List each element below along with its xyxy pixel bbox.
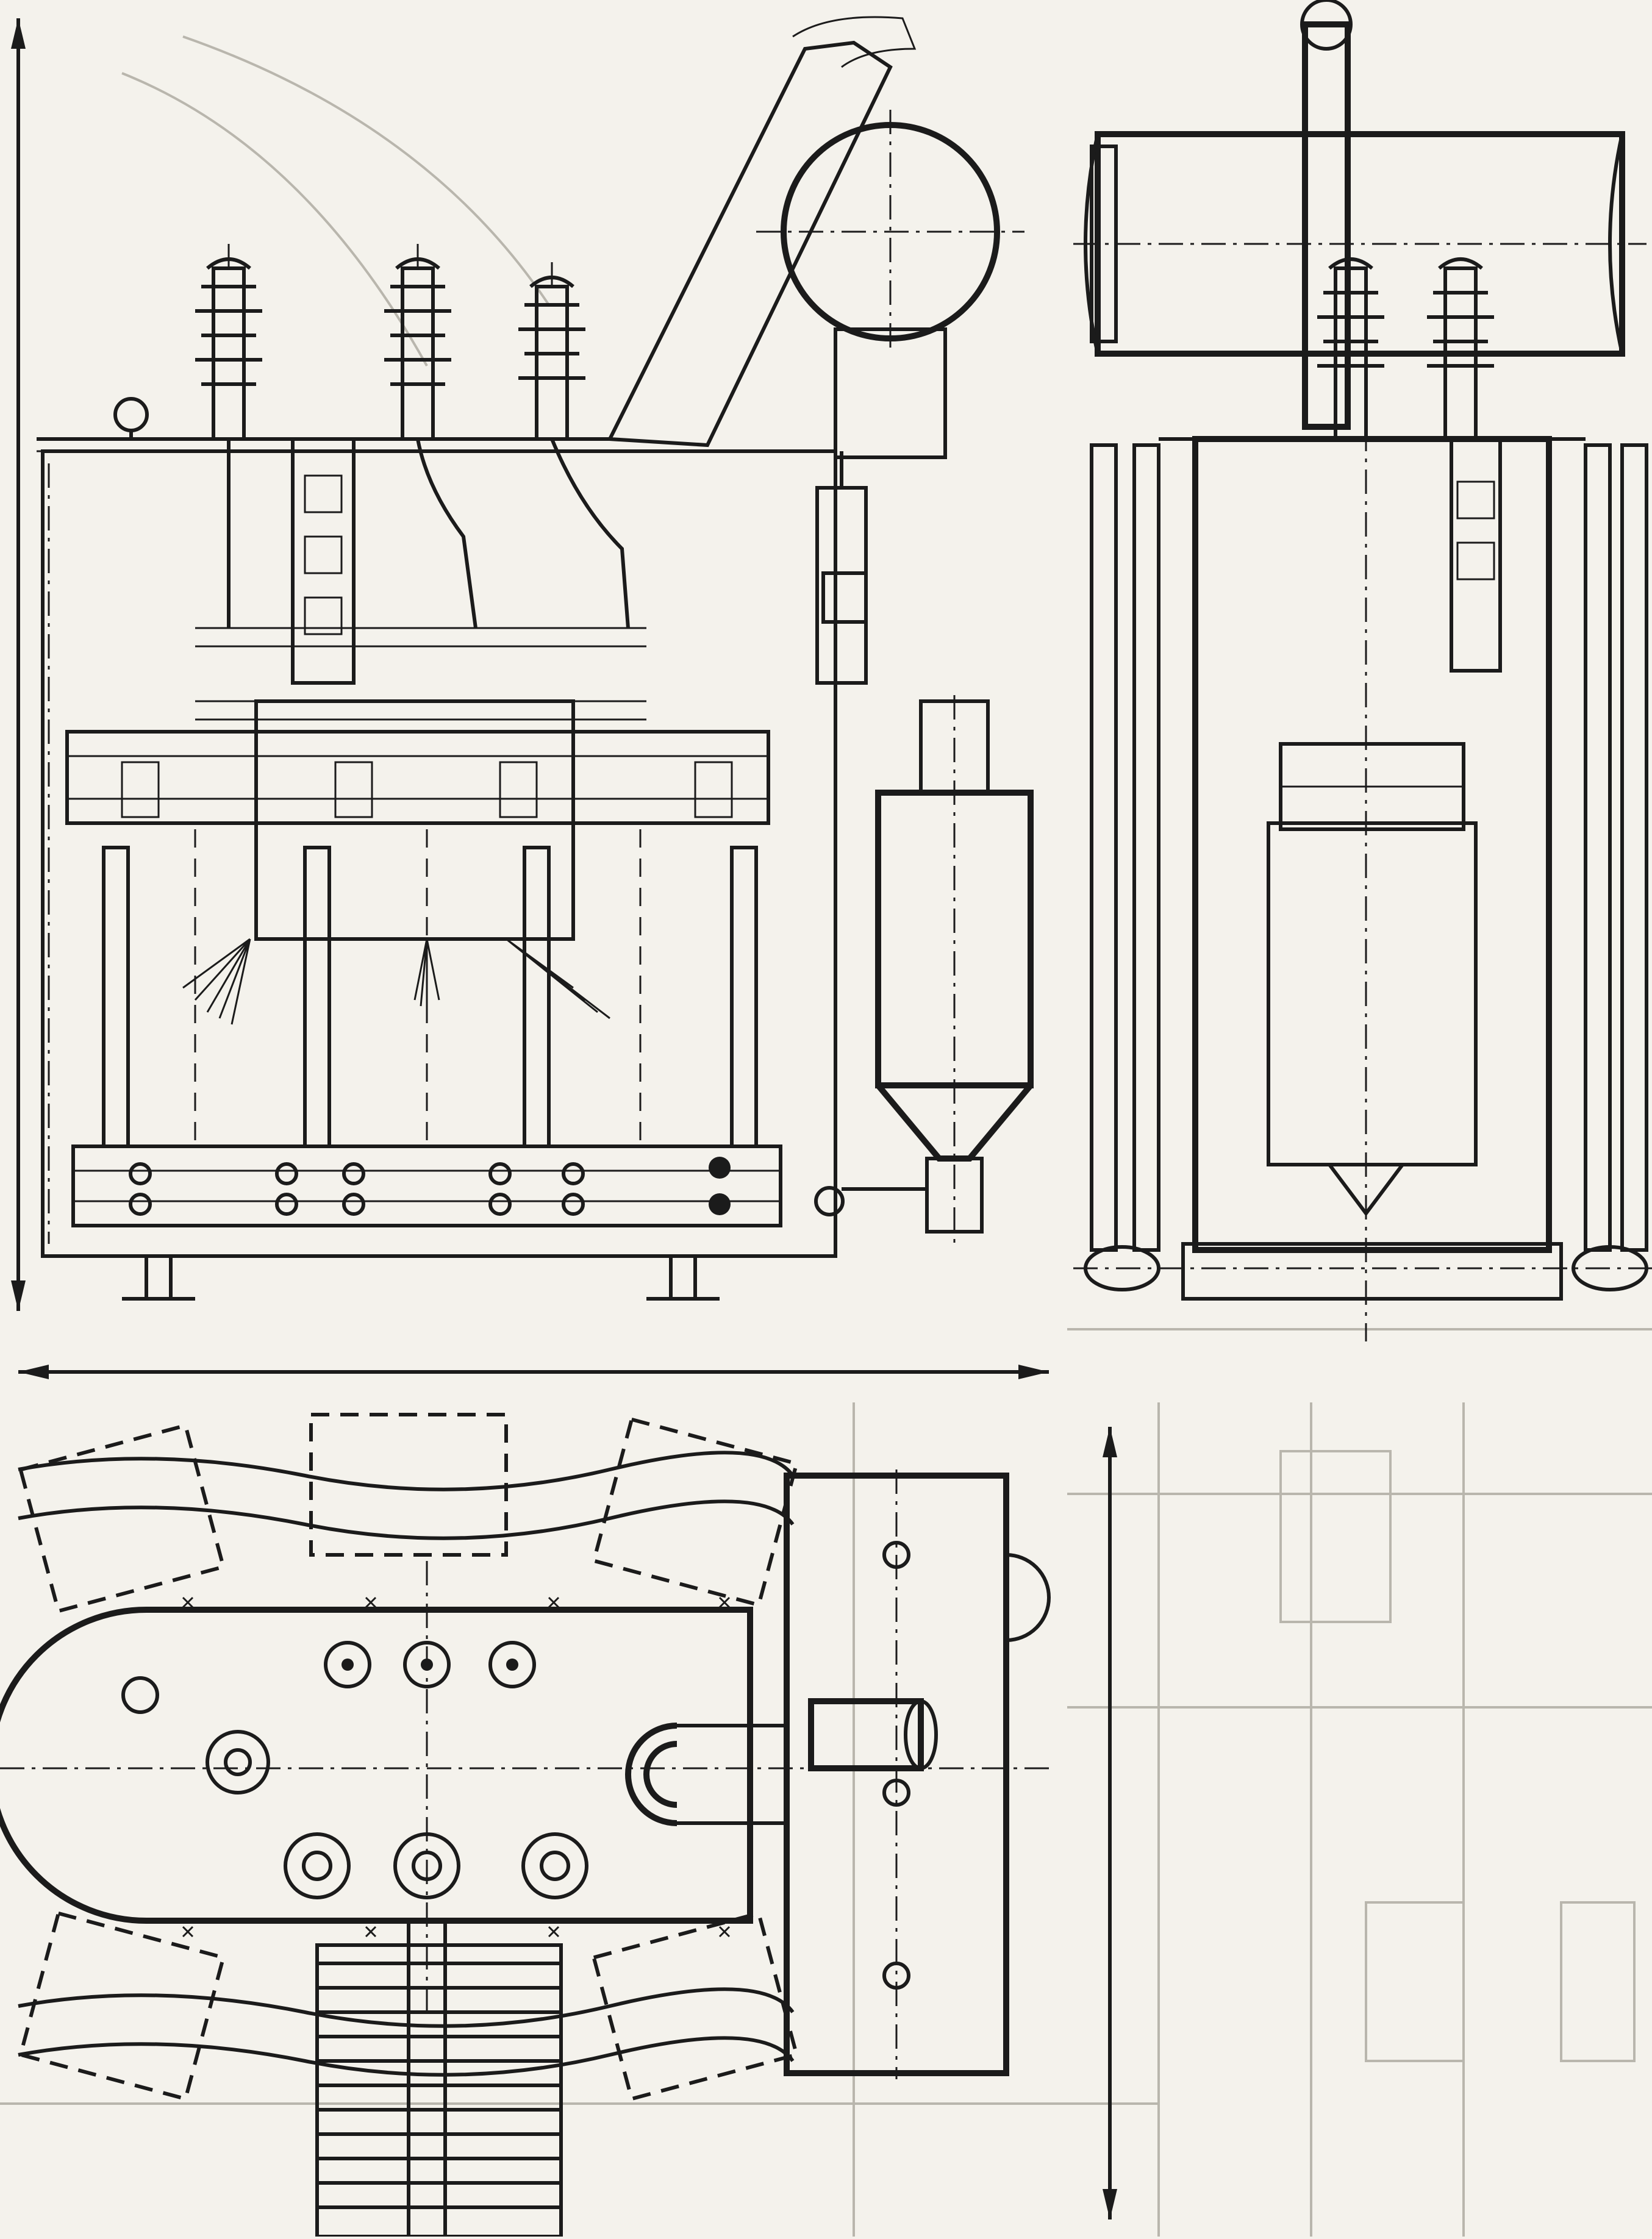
cooling-fins-plan bbox=[315, 1919, 563, 2238]
perimeter-bolt-markers bbox=[182, 1596, 731, 1938]
lead-fans-front bbox=[182, 938, 610, 1025]
hv-bushing-c bbox=[518, 262, 585, 441]
plan-large-bushings bbox=[284, 1832, 588, 1899]
side-bushing-a bbox=[1317, 257, 1384, 441]
vertical-dimension-line-front bbox=[11, 18, 26, 1311]
hv-bushing-a bbox=[195, 244, 262, 441]
horizontal-dimension-line-plan bbox=[18, 1365, 1049, 1379]
hv-bushing-b bbox=[384, 244, 451, 441]
radiator-outlines-plan bbox=[18, 1413, 799, 2101]
front-elevation-view bbox=[11, 16, 1034, 1311]
side-elevation-view bbox=[1073, 0, 1652, 1341]
vertical-dimension-line-plan bbox=[1103, 1427, 1117, 2219]
air-dryer-front bbox=[875, 695, 1034, 1244]
plan-small-bushings bbox=[324, 1641, 536, 1688]
conservator-front bbox=[756, 110, 1024, 459]
plan-view bbox=[0, 1365, 1117, 2238]
core-legs-front bbox=[102, 829, 758, 1148]
side-bushing-b bbox=[1427, 257, 1494, 441]
background-ghost-lines bbox=[0, 35, 1652, 2237]
radiators-side bbox=[1090, 443, 1648, 1252]
conservator-plan bbox=[784, 1469, 1051, 2079]
